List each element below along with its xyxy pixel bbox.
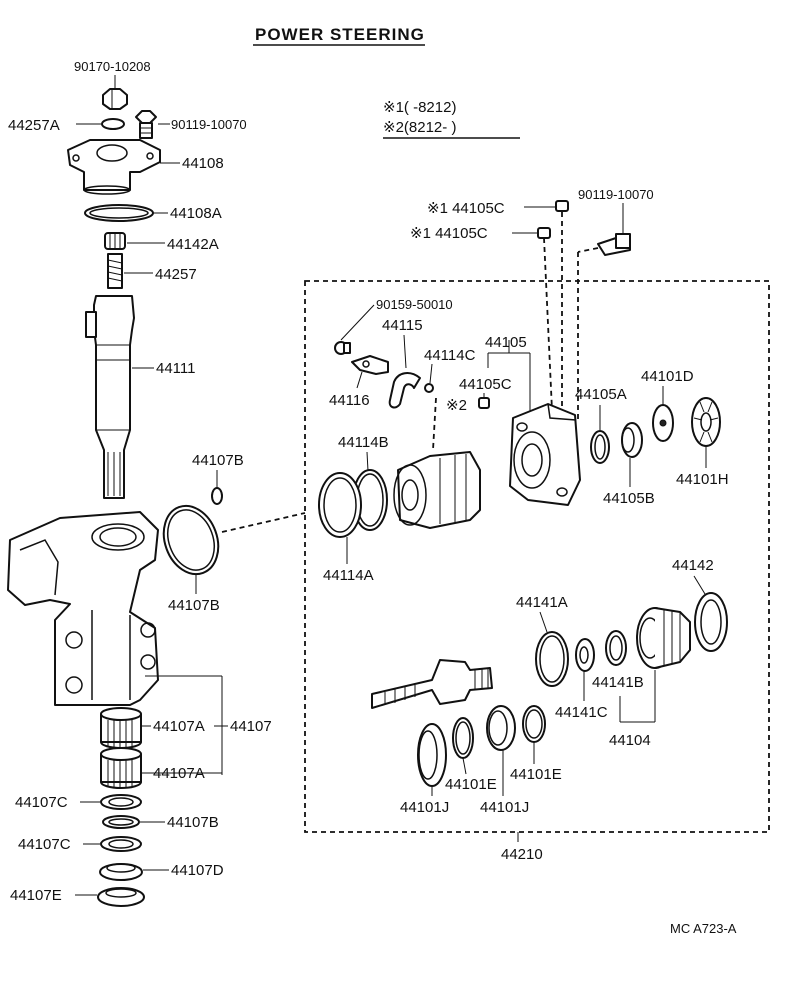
kit-boundary-44210 [304, 280, 770, 833]
label-44107C-1: 44107C [15, 794, 68, 811]
label-44142A: 44142A [167, 236, 219, 253]
lock-ring-44142 [694, 592, 728, 652]
cover-44108 [67, 139, 161, 195]
label-2-mark: ※2 [446, 397, 467, 414]
label-44114B: 44114B [338, 434, 389, 451]
label-44101H: 44101H [676, 471, 729, 488]
washer-44107C-2 [100, 836, 142, 852]
label-44141A: 44141A [516, 594, 568, 611]
label-44114A: 44114A [323, 567, 374, 584]
label-44107: 44107 [230, 718, 272, 735]
seal-44107E [97, 887, 145, 907]
seal-44101J-2 [486, 705, 516, 751]
label-44141B: 44141B [592, 674, 644, 691]
nut-90170-10208 [102, 88, 128, 110]
diagram-title: POWER STEERING [255, 25, 425, 44]
label-44210: 44210 [501, 846, 543, 863]
spring-washer-44101H [691, 397, 721, 447]
oring-44114C [424, 383, 434, 393]
bolt-90119-10070-left [135, 110, 157, 139]
bolt-90119-10070-right [597, 233, 631, 256]
label-90170-10208: 90170-10208 [74, 59, 151, 74]
label-44116: 44116 [329, 392, 370, 409]
bolt-44105C-2 [537, 227, 551, 239]
label-44105B: 44105B [603, 490, 655, 507]
label-90119-10070-right: 90119-10070 [578, 187, 654, 202]
label-44108: 44108 [182, 155, 224, 172]
tube-44115 [388, 372, 421, 409]
bearing-44107A-upper [100, 707, 142, 749]
clamp-44116 [351, 355, 389, 375]
label-44107E: 44107E [10, 887, 62, 904]
bolt-44105C-3 [478, 397, 490, 409]
label-44101J-1: 44101J [400, 799, 449, 816]
label-44105A: 44105A [575, 386, 627, 403]
oring-44114A [318, 472, 362, 538]
ring-44107B-small [211, 487, 223, 505]
bolt-44105C-1 [555, 200, 569, 212]
label-44101E-1: 44101E [445, 776, 497, 793]
label-44105: 44105 [485, 334, 527, 351]
ring-44105A [590, 430, 610, 464]
label-44101E-2: 44101E [510, 766, 562, 783]
footer-code: MC A723-A [670, 921, 737, 936]
ring-44141B [605, 630, 627, 666]
label-44257: 44257 [155, 266, 197, 283]
legend-line-2: ※2(8212- ) [383, 119, 456, 136]
label-44115: 44115 [382, 317, 423, 334]
kit-connection-line [221, 512, 306, 533]
label-44105C-2: ※1 44105C [410, 225, 488, 242]
label-90119-10070-left: 90119-10070 [171, 117, 247, 132]
label-44257A: 44257A [8, 117, 60, 134]
label-44101J-2: 44101J [480, 799, 529, 816]
label-44107B-low: 44107B [167, 814, 219, 831]
label-44105C-3: 44105C [459, 376, 512, 393]
ring-44107B-lower [102, 815, 140, 829]
valve-body-44105 [509, 403, 581, 506]
label-44142: 44142 [672, 557, 714, 574]
nut-44142A [104, 232, 126, 250]
screw-44257 [107, 253, 123, 289]
label-44105C-1: ※1 44105C [427, 200, 505, 217]
legend-line-1: ※1( -8212) [383, 99, 456, 116]
label-90159-50010: 90159-50010 [376, 297, 453, 312]
oring-44141A [535, 631, 569, 687]
label-44107B-top: 44107B [192, 452, 244, 469]
oring-44107B-large [162, 504, 220, 576]
label-44107D: 44107D [171, 862, 224, 879]
shaft-44111 [85, 295, 135, 499]
label-44114C: 44114C [424, 347, 476, 364]
label-44108A: 44108A [170, 205, 222, 222]
seal-44107D [99, 863, 143, 881]
washer-44107C-1 [100, 794, 142, 810]
label-44107B-ring: 44107B [168, 597, 220, 614]
label-44101D: 44101D [641, 368, 694, 385]
bolt-90159-50010 [334, 341, 351, 355]
bearing-44107A-lower [100, 747, 142, 789]
worm-shaft [371, 659, 493, 709]
label-44104: 44104 [609, 732, 651, 749]
cylinder-piece [393, 451, 481, 529]
label-44107A-1: 44107A [153, 718, 205, 735]
gear-housing-44107 [7, 511, 159, 706]
threaded-nut-44104 [636, 607, 691, 669]
bearing-44141C [575, 638, 595, 672]
bushing-44105B [621, 422, 643, 458]
label-44107C-2: 44107C [18, 836, 71, 853]
washer-44257A [101, 118, 125, 130]
label-44141C: 44141C [555, 704, 608, 721]
label-44111: 44111 [156, 360, 196, 377]
seal-44101J-1 [417, 723, 447, 787]
